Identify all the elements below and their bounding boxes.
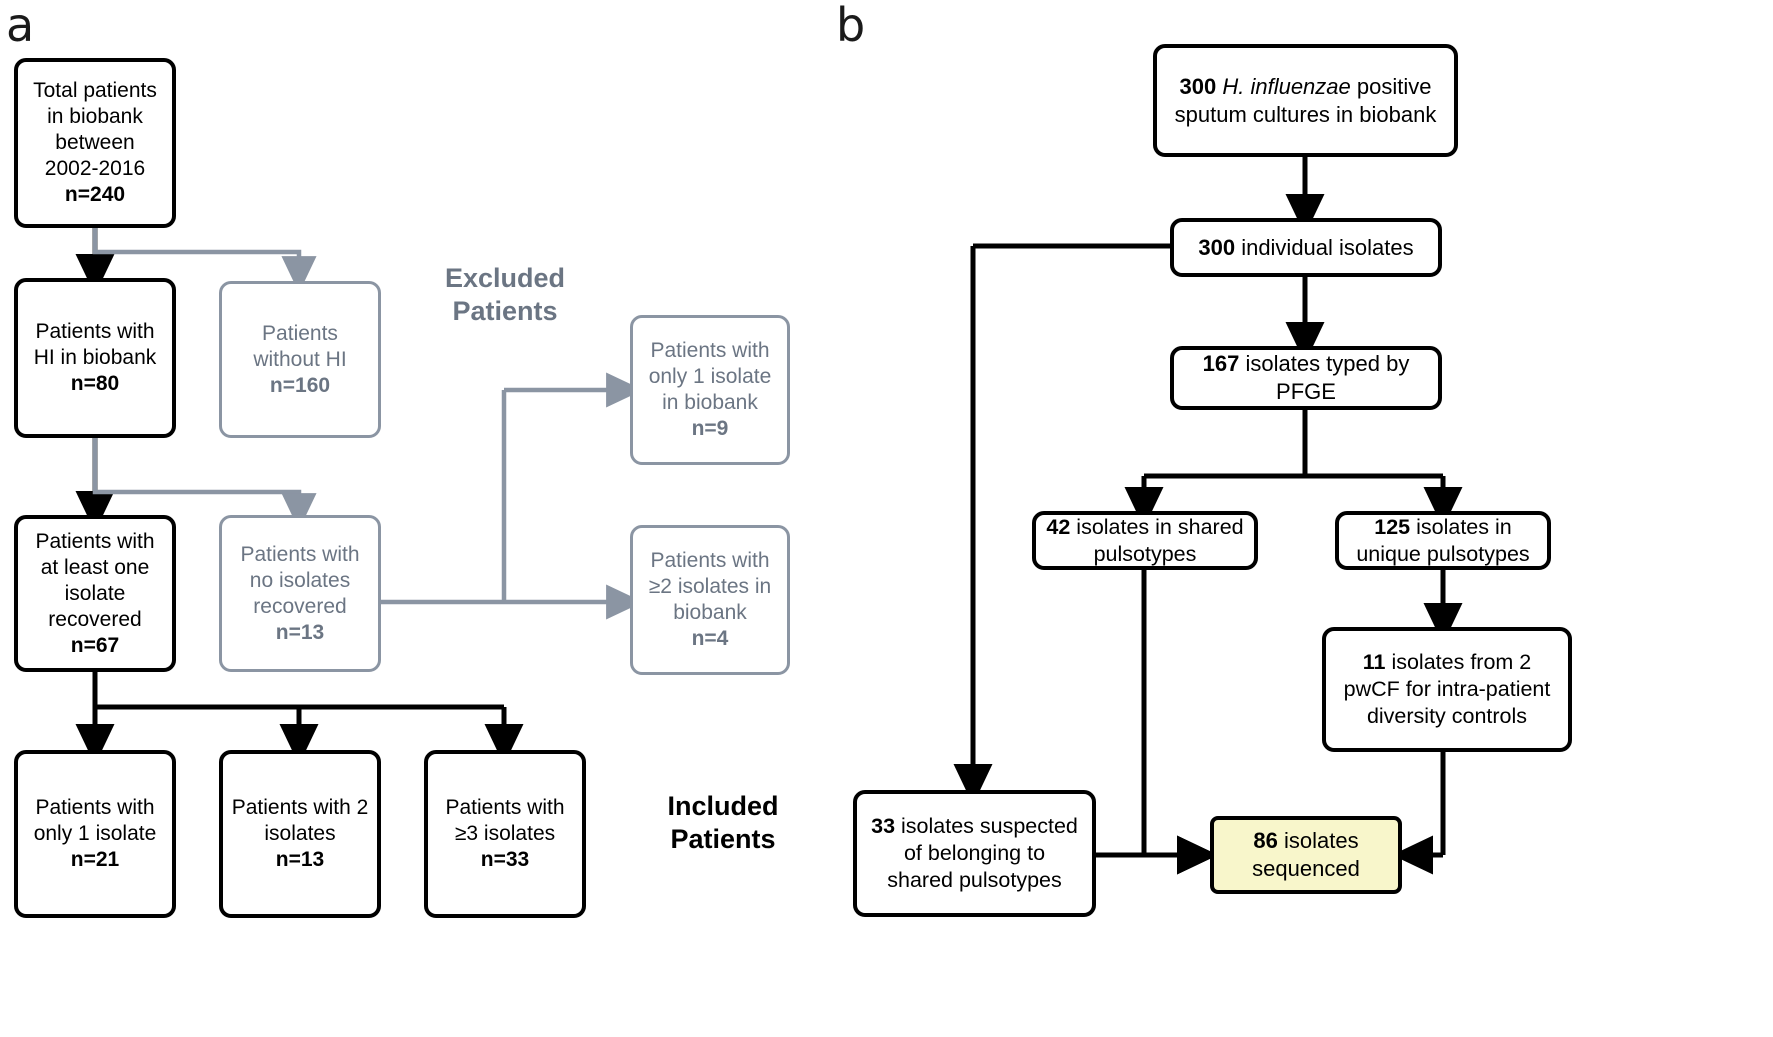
- node-count: n=240: [64, 183, 126, 206]
- node-count: n=13: [275, 620, 325, 644]
- node-line: isolates: [264, 822, 336, 845]
- panel-letter-a: a: [6, 0, 35, 52]
- label-line: Patients: [670, 824, 776, 854]
- node-line: of belonging to: [903, 841, 1046, 865]
- node-line: PFGE: [1276, 379, 1336, 404]
- node-line: ≥2 isolates in: [648, 575, 772, 598]
- node-line: shared pulsotypes: [887, 868, 1062, 892]
- label-line: Included: [667, 791, 779, 821]
- node-total-patients[interactable]: Total patients in biobank between 2002-2…: [14, 58, 176, 228]
- node-count: n=67: [70, 633, 120, 657]
- node-count: n=13: [275, 848, 325, 871]
- label-excluded-patients: Excluded Patients: [410, 262, 600, 328]
- node-line: no isolates: [249, 568, 351, 592]
- node-count: 300: [1198, 234, 1236, 260]
- node-line: Patients with 2: [231, 796, 369, 819]
- node-line: sequenced: [1252, 856, 1360, 881]
- node-sputum-cultures[interactable]: 300 H. influenzae positive sputum cultur…: [1153, 44, 1458, 157]
- node-line: only 1 isolate: [33, 822, 157, 845]
- node-text: isolates: [1277, 828, 1359, 853]
- node-count: n=80: [70, 372, 120, 395]
- node-count: n=160: [269, 373, 331, 397]
- node-line: recovered: [48, 607, 142, 631]
- node-included-only-1-isolate[interactable]: Patients with only 1 isolate n=21: [14, 750, 176, 918]
- node-line: biobank: [673, 601, 747, 624]
- node-line: diversity controls: [1366, 704, 1528, 728]
- node-individual-isolates[interactable]: 300 individual isolates: [1170, 218, 1442, 277]
- node-line: pwCF for intra-patient: [1343, 677, 1551, 701]
- label-line: Excluded: [444, 263, 566, 293]
- node-line: sputum cultures in biobank: [1174, 101, 1437, 127]
- node-line: Patients with: [240, 542, 360, 566]
- node-species: H. influenzae: [1222, 73, 1351, 99]
- node-line: in biobank: [662, 391, 758, 414]
- node-line: recovered: [253, 594, 347, 618]
- node-text: individual isolates: [1235, 234, 1414, 260]
- node-line: Total patients: [33, 79, 157, 102]
- node-line: 2002-2016: [44, 157, 146, 180]
- node-text: positive: [1350, 73, 1432, 99]
- node-line: Patients: [262, 321, 338, 345]
- node-count: n=33: [480, 848, 530, 871]
- node-text: isolates suspected: [895, 814, 1078, 838]
- node-line: Patients with: [35, 529, 155, 553]
- node-line: between: [55, 131, 135, 154]
- node-typed-by-pfge[interactable]: 167 isolates typed by PFGE: [1170, 346, 1442, 410]
- node-included-2-isolates[interactable]: Patients with 2 isolates n=13: [219, 750, 381, 918]
- node-count: n=4: [691, 627, 729, 650]
- node-included-3plus-isolates[interactable]: Patients with ≥3 isolates n=33: [424, 750, 586, 918]
- node-count: 300: [1179, 73, 1217, 99]
- node-no-isolates-recovered[interactable]: Patients with no isolates recovered n=13: [219, 515, 381, 672]
- node-patients-with-hi[interactable]: Patients with HI in biobank n=80: [14, 278, 176, 438]
- node-suspected-shared[interactable]: 33 isolates suspected of belonging to sh…: [853, 790, 1096, 917]
- label-line: Patients: [452, 296, 558, 326]
- node-excluded-only-1-isolate[interactable]: Patients with only 1 isolate in biobank …: [630, 315, 790, 465]
- node-at-least-one-isolate[interactable]: Patients with at least one isolate recov…: [14, 515, 176, 672]
- panel-letter-b: b: [836, 0, 866, 52]
- label-included-patients: Included Patients: [628, 790, 818, 856]
- node-isolates-sequenced[interactable]: 86 isolates sequenced: [1210, 816, 1402, 894]
- node-text: isolates from 2: [1385, 650, 1532, 674]
- node-count: 167: [1202, 351, 1240, 376]
- node-line: Patients with: [650, 549, 770, 572]
- node-line: in biobank: [47, 105, 143, 128]
- node-line: pulsotypes: [1093, 541, 1197, 566]
- node-line: Patients with: [35, 320, 155, 343]
- node-line: only 1 isolate: [648, 365, 772, 388]
- node-intra-patient-controls[interactable]: 11 isolates from 2 pwCF for intra-patien…: [1322, 627, 1572, 752]
- node-line: Patients with: [650, 339, 770, 362]
- node-count: n=21: [70, 848, 120, 871]
- node-line: unique pulsotypes: [1356, 541, 1530, 566]
- node-line: ≥3 isolates: [454, 822, 556, 845]
- node-text: isolates in shared: [1070, 514, 1244, 539]
- node-line: at least one: [40, 555, 150, 579]
- node-patients-without-hi[interactable]: Patients without HI n=160: [219, 281, 381, 438]
- node-count: 33: [871, 814, 896, 838]
- node-text: isolates in: [1410, 514, 1512, 539]
- node-count: n=9: [691, 417, 729, 440]
- node-line: without HI: [253, 347, 347, 371]
- node-shared-pulsotypes[interactable]: 42 isolates in shared pulsotypes: [1032, 511, 1258, 570]
- node-excluded-2plus-isolates[interactable]: Patients with ≥2 isolates in biobank n=4: [630, 525, 790, 675]
- node-line: isolate: [64, 581, 126, 605]
- node-count: 11: [1362, 650, 1386, 674]
- node-line: HI in biobank: [33, 346, 157, 369]
- node-text: isolates typed by: [1239, 351, 1410, 376]
- node-line: Patients with: [445, 796, 565, 819]
- node-unique-pulsotypes[interactable]: 125 isolates in unique pulsotypes: [1335, 511, 1551, 570]
- node-count: 42: [1046, 514, 1071, 539]
- node-count: 125: [1374, 514, 1411, 539]
- node-line: Patients with: [35, 796, 155, 819]
- node-count: 86: [1253, 828, 1278, 853]
